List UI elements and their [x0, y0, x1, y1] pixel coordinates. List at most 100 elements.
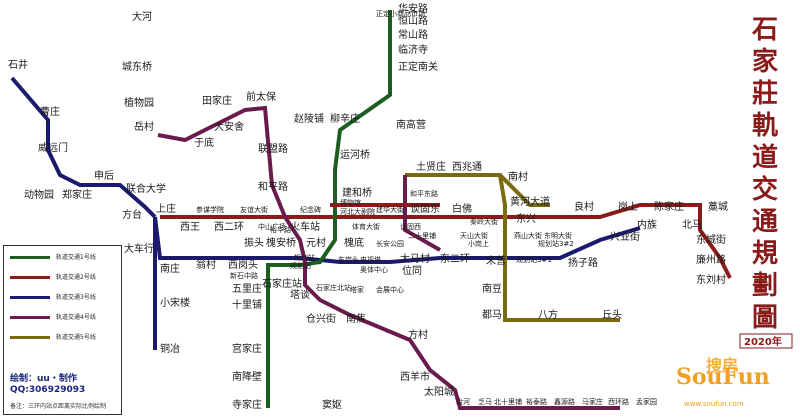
station-label: 黄河大道 [510, 195, 550, 208]
station-label: 新石中路 [230, 271, 258, 280]
station-label: 规划站3#1 [516, 255, 552, 264]
station-label: 东兴 [516, 212, 536, 225]
station-label: 赵陵铺 [294, 112, 324, 125]
station-label: 威远门 [38, 141, 68, 154]
station-label: 大安舍 [214, 120, 244, 133]
title-char: 劃 [752, 270, 778, 301]
station-label: 正定南关 [398, 60, 438, 73]
station-label: 天山大街 [460, 231, 488, 240]
station-label: 郑家庄 [62, 188, 92, 201]
station-label: 藁城 [708, 200, 728, 213]
station-label: 秦岭大街 [470, 217, 498, 226]
title-char: 道 [752, 142, 778, 173]
station-label: 前太保 [246, 90, 276, 103]
station-label: 谈固西 [400, 222, 421, 231]
station-label: 都马 [482, 309, 502, 321]
station-label: 裕华路 [270, 225, 291, 234]
station-label: 振头 [244, 236, 264, 249]
legend-item-line2: 轨道交通2号线 [10, 272, 96, 282]
station-label: 大马村 [400, 252, 430, 265]
watermark-cn: 搜房 [706, 356, 739, 375]
station-label: 丘头 [602, 309, 622, 321]
title-char: 規 [752, 239, 778, 269]
station-label: 田家庄 [202, 94, 232, 107]
station-label: 白佛 [452, 202, 472, 215]
station-label: 内族 [637, 218, 657, 231]
station-label: 上庄 [156, 202, 176, 215]
line3-main-route [153, 216, 641, 264]
station-label: 谈固东 [410, 202, 440, 215]
station-label: 鑫源路 [554, 397, 575, 406]
title-char: 石 [751, 15, 778, 45]
station-label: 联合大学 [126, 182, 166, 195]
station-label: 于底 [194, 136, 214, 149]
station-label: 槐安桥 [266, 236, 296, 249]
station-label: 西王 [180, 222, 200, 233]
station-label: 窦妪 [322, 398, 342, 411]
map-title: 石 家 莊 軌 道 交 通 規 劃 圖 [751, 15, 778, 333]
station-label: 申后 [94, 169, 114, 182]
station-label: 裕泰路 [526, 397, 547, 406]
title-char: 通 [752, 207, 778, 237]
station-label: 运河桥 [340, 149, 370, 161]
legend-item-line1: 轨道交通1号线 [10, 252, 96, 262]
station-label: 友谊大街 [240, 205, 268, 214]
station-label: 廉州路 [696, 253, 726, 266]
station-label: 西兆通 [452, 161, 482, 173]
station-label: 大河 [132, 10, 152, 23]
station-label: 北十里铺 [494, 397, 522, 406]
legend-label: 轨道交通1号线 [56, 254, 96, 261]
station-label: 石家庄北站 [316, 283, 351, 292]
station-label: 火车站 [290, 220, 320, 233]
line4-swatch [10, 316, 50, 319]
station-label: 和平东路 [410, 189, 438, 198]
line4-north-route [157, 105, 620, 410]
station-label: 东明大街 [544, 231, 572, 240]
station-label: 长安公园 [376, 239, 404, 248]
station-label: 冶河 [456, 397, 470, 406]
watermark-brand: SouFun [676, 364, 770, 390]
station-label: 规划站3#2 [538, 239, 574, 248]
station-label: 燕山大街 [514, 231, 542, 240]
title-char: 家 [752, 46, 778, 77]
line2-swatch [10, 276, 50, 279]
station-label: 会展中心 [376, 285, 404, 294]
station-label: 扬子路 [568, 256, 598, 269]
station-label: 陈家庄 [654, 200, 684, 213]
year-badge-frame [739, 333, 793, 349]
station-label: 河北大剧院 [340, 207, 375, 216]
station-label: 小宋楼 [160, 296, 190, 309]
station-label: 土贤庄 [416, 160, 446, 173]
station-label: 塔谈 [290, 288, 310, 301]
station-label: 建华大街 [376, 205, 404, 214]
legend-note: 备注：三环内站点距离实际比例绘制 [10, 403, 107, 410]
station-label: 华安路 [398, 2, 428, 15]
line4-short-route [403, 175, 441, 252]
station-label: 马家庄 [582, 397, 603, 406]
station-label: 宫家庄 [232, 342, 262, 355]
legend-label: 轨道交通2号线 [56, 274, 96, 281]
station-label: 城东桥 [122, 60, 152, 73]
station-label: 翁村 [196, 258, 216, 271]
year-badge: 2020年 [744, 335, 782, 348]
station-label: 参谋学院 [196, 205, 224, 214]
station-label: 铜冶 [160, 342, 180, 355]
station-label: 柳辛庄 [330, 112, 360, 125]
title-char: 莊 [752, 79, 778, 109]
station-label: 建和桥 [342, 186, 372, 199]
station-label: 南降壁 [232, 370, 262, 383]
title-char: 圖 [752, 303, 778, 333]
legend-item-line5: 轨道交通5号线 [10, 332, 96, 342]
station-label: 规划站 [290, 261, 311, 270]
legend-label: 轨道交通3号线 [56, 294, 96, 301]
station-label: 临济寺 [398, 43, 428, 56]
legend-label: 轨道交通4号线 [56, 314, 96, 321]
station-label: 体育大街 [352, 222, 380, 231]
station-label: 南豆 [482, 282, 502, 295]
station-label: 南村 [508, 170, 528, 183]
station-label: 大车行 [124, 242, 154, 255]
station-label: 和平路 [258, 180, 288, 193]
station-label: 兴业街 [610, 230, 640, 243]
line3-west-route [10, 76, 157, 219]
